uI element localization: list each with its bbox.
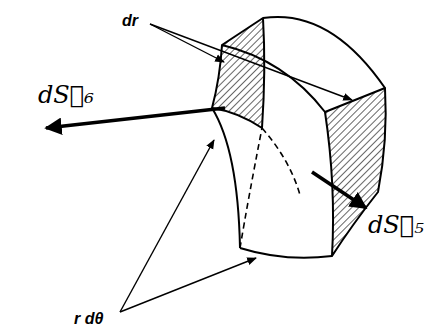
leader-arrow (150, 24, 224, 62)
front-edge (212, 108, 240, 248)
normal-vector (46, 108, 225, 128)
front-edge (222, 45, 325, 112)
vector-label: dS⃗₆ (38, 82, 94, 108)
hidden-edge (262, 128, 300, 195)
dimension-label: r dθ (74, 310, 103, 328)
hatched-face (212, 18, 264, 128)
leader-arrow (120, 140, 214, 312)
dimension-label: dr (122, 12, 138, 30)
normal-vector (312, 172, 366, 208)
outer-edge (263, 17, 385, 88)
hidden-edge (240, 128, 262, 248)
bottom-edge (240, 248, 332, 258)
leader-arrow (120, 258, 256, 312)
vector-label: dS⃗₅ (368, 212, 424, 238)
leader-arrow (150, 24, 352, 100)
